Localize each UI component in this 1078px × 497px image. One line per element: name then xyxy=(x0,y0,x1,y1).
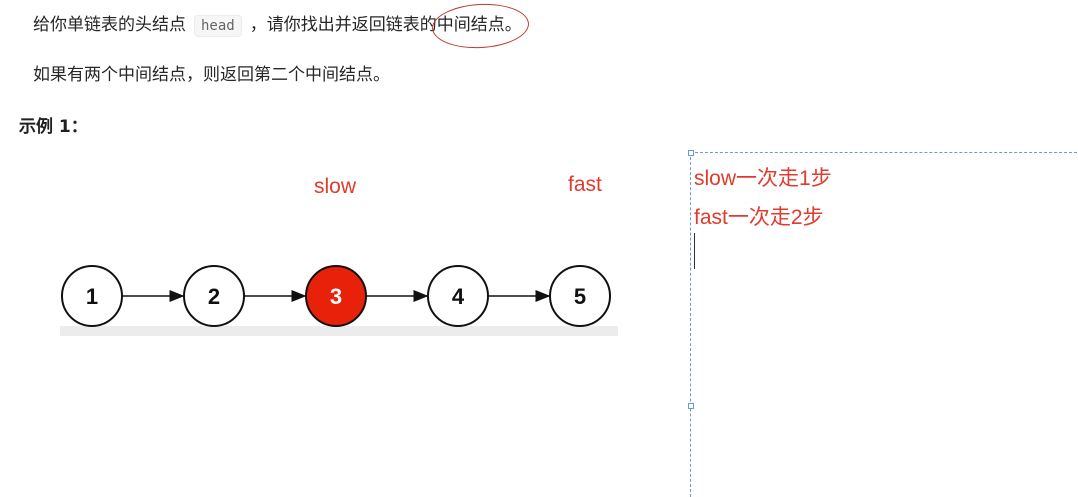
example-title: 示例 1： xyxy=(19,117,88,137)
list-node-label: 3 xyxy=(330,284,342,309)
list-node-circle xyxy=(549,265,611,327)
head-code: head xyxy=(194,15,242,37)
linked-list-diagram: 1 2 3 4 5 xyxy=(60,265,618,336)
list-node-circle xyxy=(427,265,489,327)
list-node-circle xyxy=(61,265,123,327)
para1-text-end: 。 xyxy=(504,15,522,35)
textbox-line-1[interactable]: slow一次走1步 xyxy=(694,167,832,190)
list-node-label: 1 xyxy=(86,284,98,309)
para1-text-before: 给你单链表的头结点 xyxy=(33,15,186,35)
fast-annotation: fast xyxy=(568,173,602,196)
problem-paragraph-1: 给你单链表的头结点 head ，请你找出并返回链表的中间结点。 xyxy=(33,1,530,51)
text-caret xyxy=(694,233,695,269)
resize-handle-top-left[interactable] xyxy=(688,150,694,156)
list-node-label: 5 xyxy=(574,284,586,309)
slow-annotation: slow xyxy=(314,175,357,198)
list-node-label: 2 xyxy=(208,284,220,309)
text-box-selection[interactable]: slow一次走1步 fast一次走2步 xyxy=(688,150,1078,497)
list-node-label: 4 xyxy=(452,284,465,309)
circled-phrase: 中间结点 xyxy=(430,1,530,51)
textbox-line-2[interactable]: fast一次走2步 xyxy=(694,206,824,229)
list-node-circle xyxy=(305,265,367,327)
para1-text-middle: ，请你找出并返回链表的 xyxy=(249,15,437,35)
resize-handle-left[interactable] xyxy=(688,403,694,409)
diagram-shadow xyxy=(60,326,618,336)
para1-circled-text: 中间结点 xyxy=(436,15,505,35)
problem-paragraph-2: 如果有两个中间结点，则返回第二个中间结点。 xyxy=(33,65,390,85)
list-node-circle xyxy=(183,265,245,327)
